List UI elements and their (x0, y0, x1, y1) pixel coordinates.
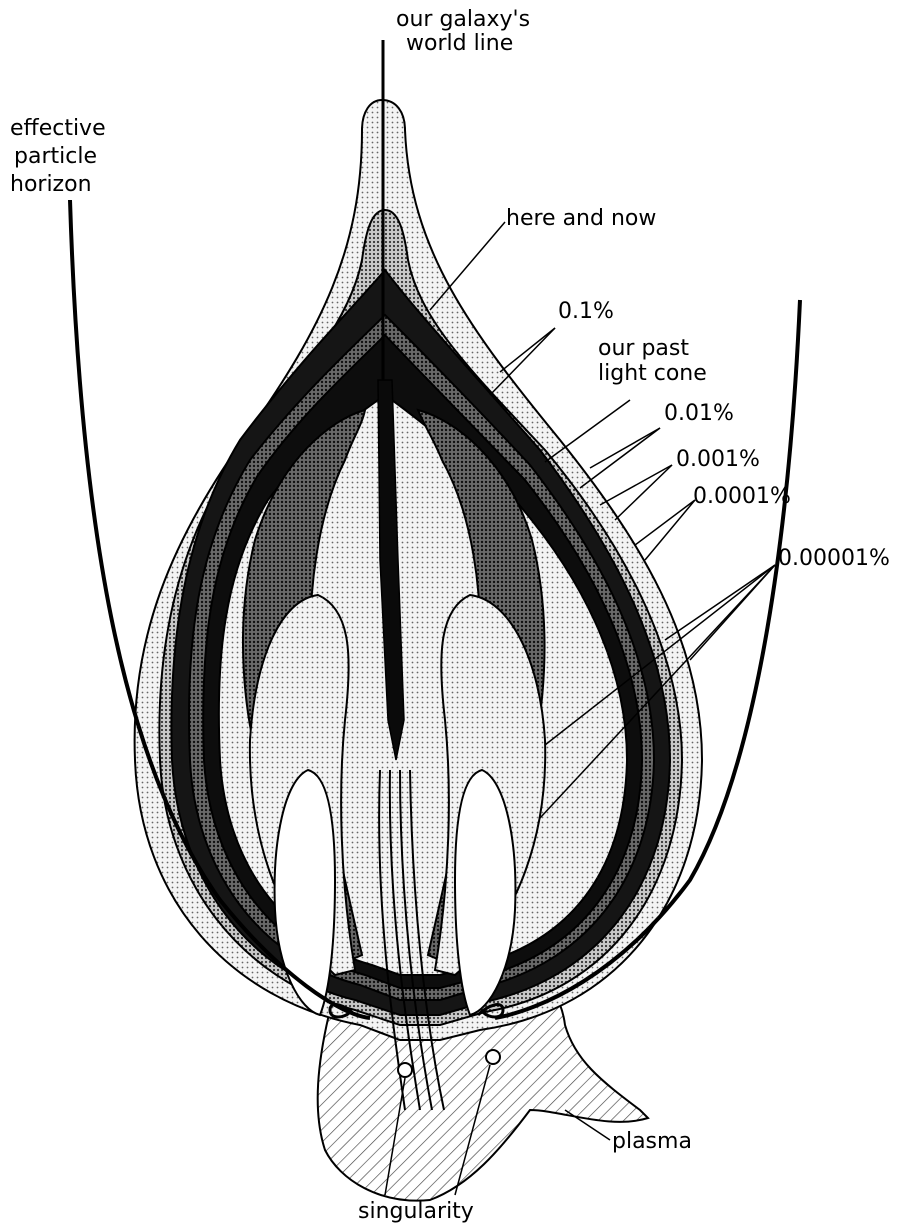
past-light-cone-label-2: light cone (598, 361, 707, 386)
singularity-left-icon (398, 1063, 412, 1077)
particle-horizon-label-1: effective (10, 116, 106, 141)
particle-horizon-label-3: horizon (10, 172, 92, 197)
contour-label-0-1: 0.1% (558, 299, 614, 324)
particle-horizon-label-2: particle (14, 144, 97, 169)
galaxy-world-line-label-2: world line (406, 31, 513, 56)
plasma-label: plasma (612, 1129, 692, 1154)
contour-label-0-0001: 0.0001% (693, 484, 791, 509)
contour-label-0-001: 0.001% (676, 447, 760, 472)
here-and-now-label: here and now (506, 206, 656, 231)
contour-label-0-00001: 0.00001% (778, 546, 890, 571)
singularity-right-icon (486, 1050, 500, 1064)
past-light-cone-label-1: our past (598, 336, 689, 361)
galaxy-world-line-label-1: our galaxy's (396, 7, 530, 32)
contour-label-0-01: 0.01% (664, 401, 734, 426)
singularity-label: singularity (358, 1199, 474, 1224)
